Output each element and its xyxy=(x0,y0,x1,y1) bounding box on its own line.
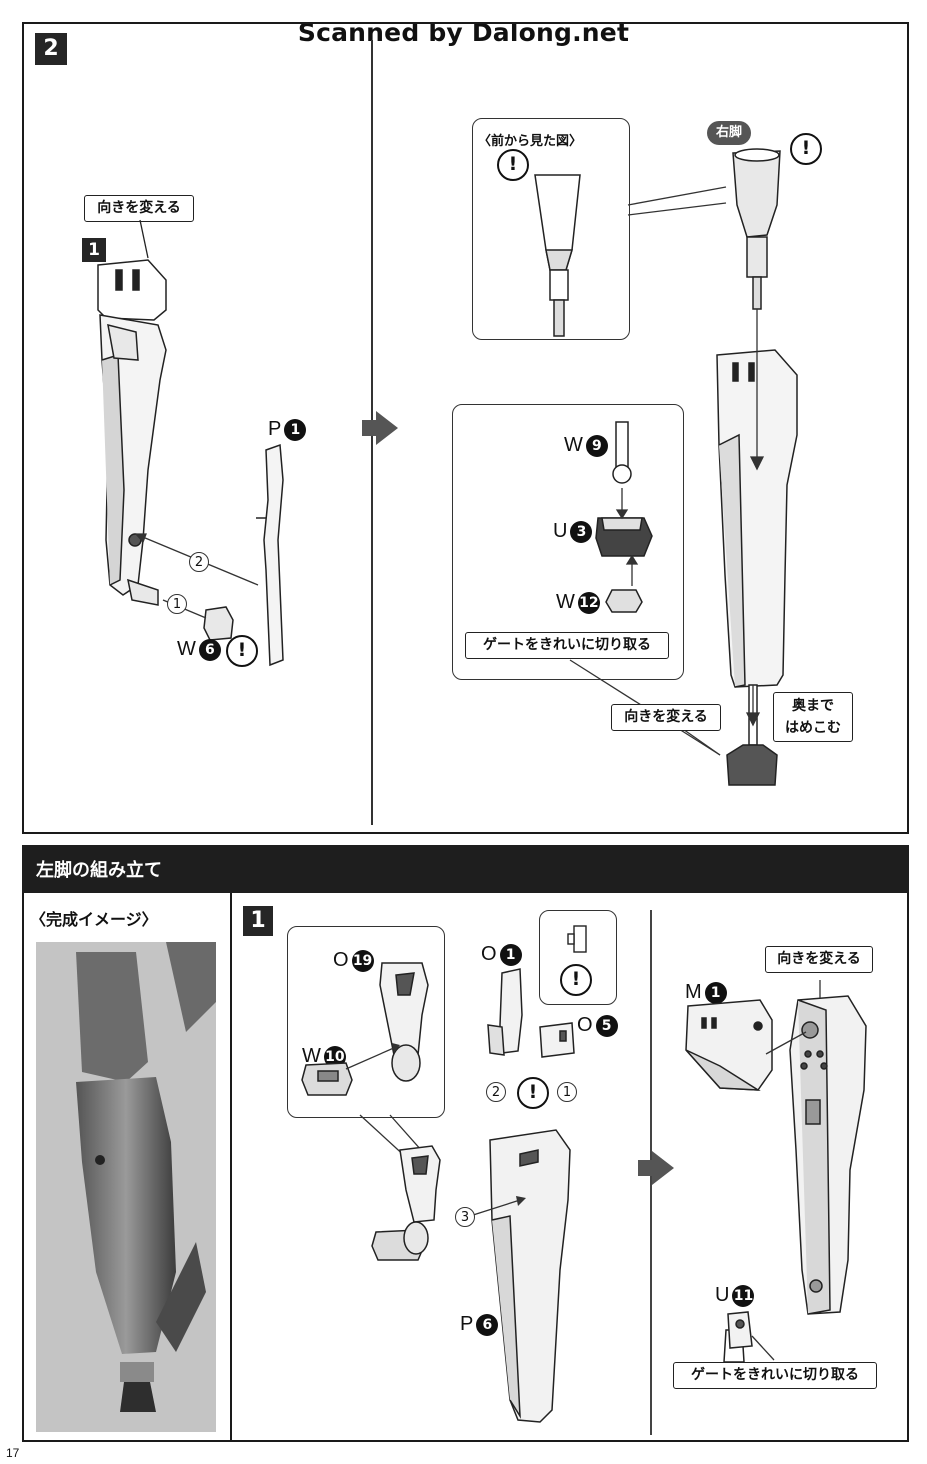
part-o1-number: 1 xyxy=(499,943,522,966)
part-o19-number: 19 xyxy=(351,949,374,972)
part-u11-letter: U xyxy=(715,1284,730,1306)
step-circle-2-left-leg: 2 xyxy=(486,1082,506,1102)
next-step-arrow-2 xyxy=(652,1151,674,1185)
step-circle-1: 1 xyxy=(167,594,187,614)
leg-assembly-illustration xyxy=(97,259,284,667)
right-leg-badge: 右脚 xyxy=(707,121,751,145)
o5-warning-icon: ! xyxy=(560,964,592,996)
part-u3-number: 3 xyxy=(570,520,593,543)
push-in-label: 奥まで はめこむ xyxy=(773,692,853,742)
part-p1-number: 1 xyxy=(284,418,307,441)
front-view-warning-icon: ! xyxy=(497,149,529,181)
part-w9-number: 9 xyxy=(585,434,608,457)
step2-number: 2 xyxy=(35,33,67,65)
part-o5-letter: O xyxy=(577,1014,593,1036)
o5-detail-illustration xyxy=(567,925,587,953)
part-u11-number: 11 xyxy=(732,1284,755,1307)
left-leg-final-illustration xyxy=(685,980,867,1363)
section-title: 左脚の組み立て xyxy=(36,860,162,881)
sub-assembly-illustration xyxy=(595,421,653,613)
step-circle-2: 2 xyxy=(189,552,209,572)
part-m1-letter: M xyxy=(685,981,702,1003)
section-title-bar xyxy=(22,845,909,893)
part-w10-number: 10 xyxy=(323,1045,346,1068)
part-w10-letter: W xyxy=(302,1045,321,1067)
next-step-arrow-stem-2 xyxy=(638,1160,652,1176)
section-divider-left xyxy=(230,893,232,1442)
part-w9-letter: W xyxy=(564,434,583,456)
o19-w10-illustration xyxy=(301,962,429,1096)
page-number: 17 xyxy=(6,1446,20,1460)
part-o5-number: 5 xyxy=(595,1014,618,1037)
part-o1-letter: O xyxy=(481,943,497,965)
part-w12-number: 12 xyxy=(577,591,600,614)
part-w12-letter: W xyxy=(556,591,575,613)
orientation-label: 向きを変える xyxy=(84,195,194,222)
orientation-pointer xyxy=(139,219,149,259)
warning-icon: ! xyxy=(226,635,258,667)
orientation-label-2: 向きを変える xyxy=(611,704,721,731)
right-leg-illustration xyxy=(716,148,798,786)
part-m1-number: 1 xyxy=(704,981,727,1004)
step2-panel xyxy=(22,22,909,834)
left-leg-warning-icon: ! xyxy=(517,1077,549,1109)
substep-number: 1 xyxy=(82,238,106,262)
next-step-arrow-stem xyxy=(362,420,376,436)
part-w6-letter: W xyxy=(177,638,196,660)
left-leg-step1-number: 1 xyxy=(243,906,273,936)
orientation-label-3: 向きを変える xyxy=(765,946,873,973)
callout-connector xyxy=(627,186,727,216)
step-circle-1-left-leg: 1 xyxy=(557,1082,577,1102)
part-p1-letter: P xyxy=(268,418,282,440)
push-in-line-1: 奥まで xyxy=(792,698,834,714)
front-view-caption: 〈前から見た図〉 xyxy=(478,134,583,149)
part-o19-letter: O xyxy=(333,949,349,971)
right-leg-warning-icon: ! xyxy=(790,133,822,165)
gate-cut-label-2: ゲートをきれいに切り取る xyxy=(673,1362,877,1389)
part-w6-number: 6 xyxy=(198,638,221,661)
front-view-part-illustration xyxy=(534,174,581,337)
o1-o5-illustration xyxy=(487,968,575,1058)
push-in-line-2: はめこむ xyxy=(785,720,841,736)
completed-leg-photo xyxy=(36,942,216,1432)
part-p6-letter: P xyxy=(460,1313,474,1335)
part-u3-letter: U xyxy=(553,520,568,542)
step-circle-3-left-leg: 3 xyxy=(455,1207,475,1227)
left-leg-main-illustration xyxy=(371,1129,571,1423)
next-step-arrow xyxy=(376,411,398,445)
part-p6-number: 6 xyxy=(476,1313,499,1336)
gate-cut-label: ゲートをきれいに切り取る xyxy=(465,632,669,659)
u11-part-illustration xyxy=(727,1311,775,1361)
completed-image-caption: 〈完成イメージ〉 xyxy=(30,910,158,929)
